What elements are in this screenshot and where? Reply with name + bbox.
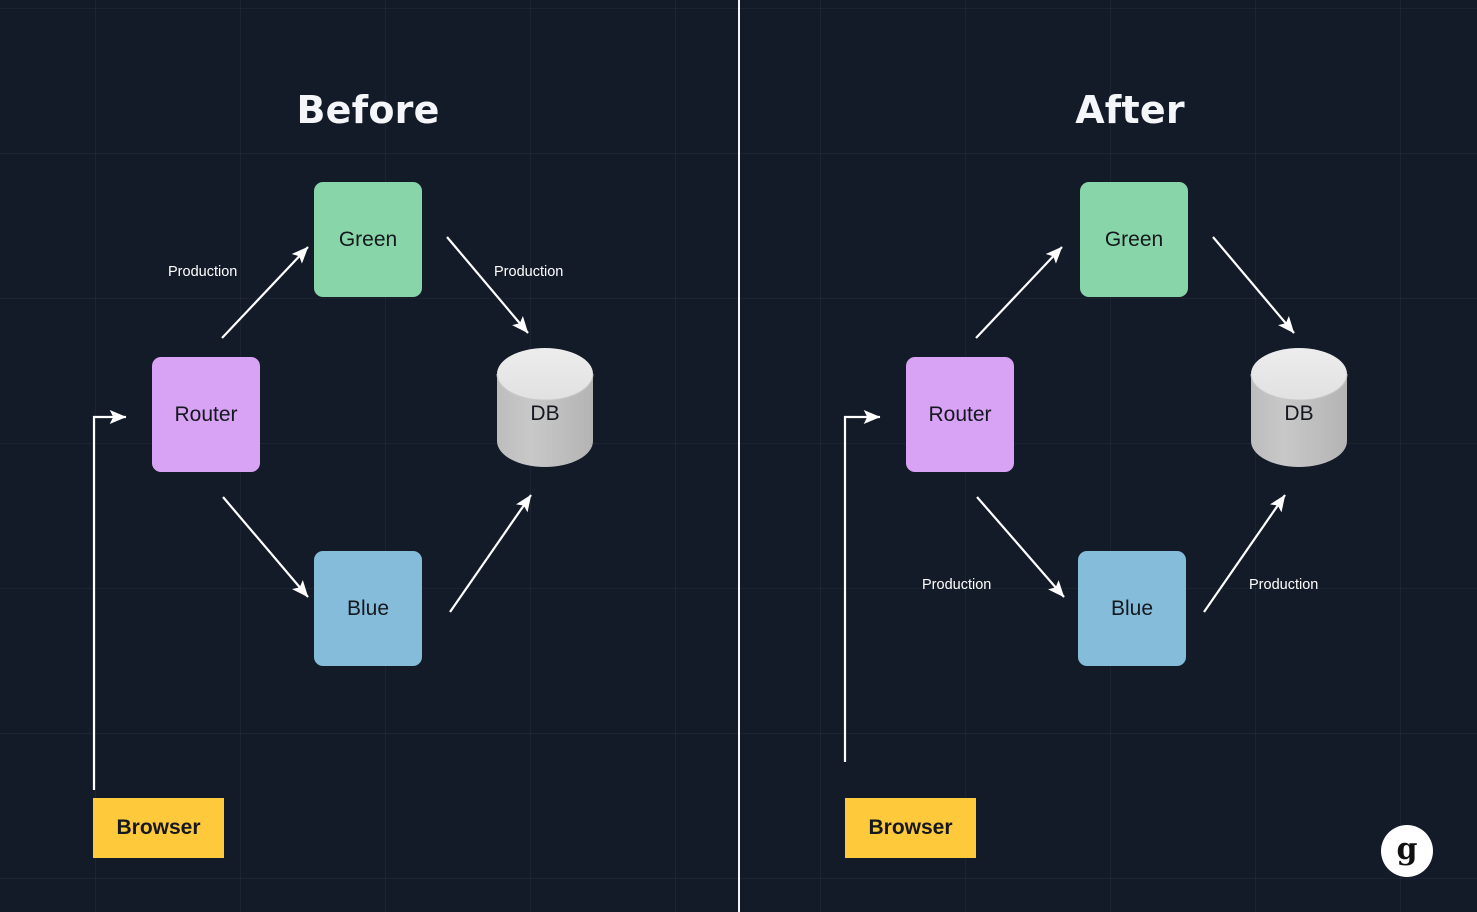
edge-router-to-green [221,246,309,339]
edge-router-to-blue [222,496,309,598]
edge-browser-to-router-after [843,409,881,762]
panel-divider [738,0,740,912]
node-browser-before[interactable]: Browser [93,798,224,858]
node-blue-after[interactable]: Blue [1078,551,1186,666]
edge-green-to-db-after [1212,236,1295,334]
edge-router-to-green-after [975,246,1063,339]
brand-logo: g [1381,825,1433,877]
node-router-after[interactable]: Router [906,357,1014,472]
node-db-after-label: DB [1284,402,1314,425]
edge-label-blue-to-db-after: Production [1249,577,1319,593]
edge-blue-to-db [449,494,532,613]
node-browser-after[interactable]: Browser [845,798,976,858]
node-router-before[interactable]: Router [152,357,260,472]
panel-title-after: After [1075,88,1185,132]
brand-logo-letter: g [1396,832,1418,867]
edge-label-router-to-blue-after: Production [922,577,992,593]
before-connectors [92,236,532,790]
edge-label-green-to-db-before: Production [494,264,564,280]
node-green-after[interactable]: Green [1080,182,1188,297]
edge-label-router-to-green-before: Production [168,264,238,280]
panel-title-before: Before [296,88,440,132]
node-blue-before[interactable]: Blue [314,551,422,666]
edge-browser-to-router [92,409,127,790]
node-db-before-label: DB [530,402,560,425]
node-green-before[interactable]: Green [314,182,422,297]
edge-green-to-db [446,236,529,334]
after-connectors [843,236,1295,762]
edge-blue-to-db-after [1203,494,1286,613]
